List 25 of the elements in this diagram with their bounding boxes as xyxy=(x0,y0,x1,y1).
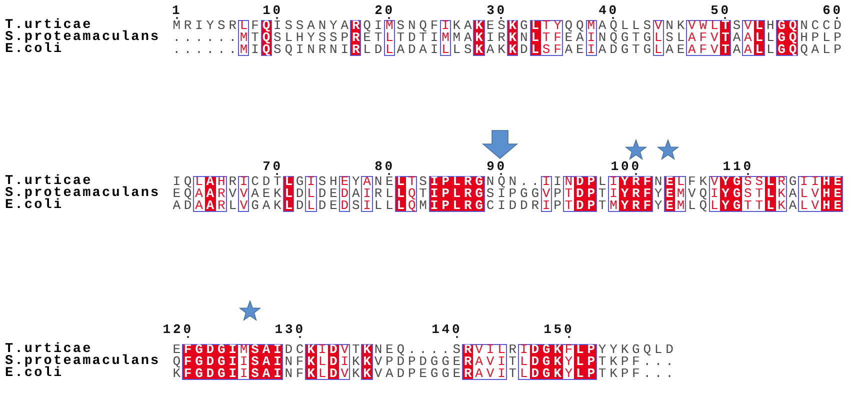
residue-number: 70 xyxy=(262,160,283,173)
species-name: E.coli xyxy=(5,368,64,380)
species-name: E.coli xyxy=(5,44,64,56)
species-name: S.proteamaculans xyxy=(5,188,160,200)
residue-number: 60 xyxy=(822,4,843,17)
species-name: T.urticae xyxy=(5,344,92,356)
residue-number: 30 xyxy=(486,4,507,17)
residue-number: 20 xyxy=(374,4,395,17)
residue-number: 50 xyxy=(710,4,731,17)
species-name: T.urticae xyxy=(5,176,92,188)
species-name: S.proteamaculans xyxy=(5,32,160,44)
residue-number: 10 xyxy=(262,4,283,17)
residue-number: 140 xyxy=(432,323,462,336)
residue-number: 40 xyxy=(598,4,619,17)
species-name: T.urticae xyxy=(5,20,92,32)
residue-number: 90 xyxy=(486,160,507,173)
residue-number: 110 xyxy=(722,160,754,173)
residue-number: 100 xyxy=(610,160,642,173)
species-name: E.coli xyxy=(5,200,64,212)
residue-number: 80 xyxy=(374,160,395,173)
residue-number: 130 xyxy=(274,323,306,336)
residue-number: 150 xyxy=(544,323,574,336)
species-name: S.proteamaculans xyxy=(5,356,160,368)
residue-number: 120 xyxy=(162,323,194,336)
residue-number: 1 xyxy=(172,4,182,17)
